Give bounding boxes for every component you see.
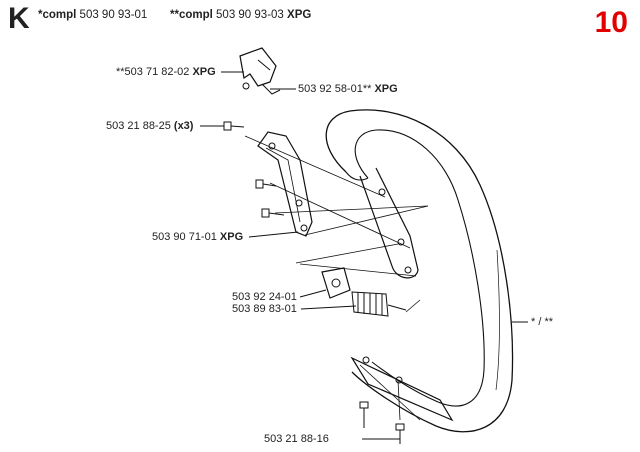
label-bracket: 503 90 71-01 XPG bbox=[152, 231, 243, 244]
leader-bracket bbox=[248, 231, 299, 238]
compl-star-prefix: *compl bbox=[38, 9, 77, 21]
label-clamp-part: **503 71 82-02 XPG bbox=[116, 66, 216, 79]
handle-foot-upper bbox=[359, 167, 419, 279]
label-handle: * / ** bbox=[531, 316, 553, 329]
handle-bar-outer bbox=[325, 109, 514, 433]
damper-plate-shape bbox=[321, 267, 351, 299]
screw-top-1 bbox=[223, 121, 245, 131]
label-clamp-nut: 503 92 58-01** XPG bbox=[298, 83, 398, 96]
label-screws-bottom: 503 21 88-16 bbox=[264, 433, 329, 446]
clamp-nut-number: 503 92 58-01** bbox=[298, 83, 372, 95]
screw-top-3 bbox=[261, 208, 285, 218]
screw-bottom-2 bbox=[395, 423, 405, 444]
handle-bar-inner bbox=[354, 129, 485, 407]
bracket-number: 503 90 71-01 bbox=[152, 231, 217, 243]
section-letter: K bbox=[8, 2, 30, 35]
label-screws-top: 503 21 88-25 (x3) bbox=[106, 120, 193, 133]
label-damper-plate: 503 92 24-01 bbox=[232, 291, 297, 304]
page-number: 10 bbox=[594, 6, 628, 39]
compl-star-note: *compl 503 90 93-01 bbox=[38, 8, 147, 22]
leader-damper bbox=[299, 289, 327, 298]
screws-top-number: 503 21 88-25 bbox=[106, 120, 171, 132]
handle-number: * / ** bbox=[531, 316, 554, 328]
compl-double-suffix: XPG bbox=[287, 9, 312, 21]
screw-bottom-1 bbox=[359, 401, 369, 428]
label-spring: 503 89 83-01 bbox=[232, 303, 297, 316]
spring-shape bbox=[351, 291, 407, 317]
handle-foot-lower bbox=[350, 356, 454, 422]
clamp-part-suffix: XPG bbox=[192, 66, 216, 78]
compl-double-note: **compl 503 90 93-03 XPG bbox=[170, 8, 311, 22]
clamp-nut-suffix: XPG bbox=[374, 83, 398, 95]
screws-bottom-number: 503 21 88-16 bbox=[264, 433, 329, 445]
compl-star-number: 503 90 93-01 bbox=[79, 9, 148, 21]
spring-number: 503 89 83-01 bbox=[232, 303, 297, 315]
bracket-shape bbox=[257, 131, 313, 237]
clamp-part-number: **503 71 82-02 bbox=[116, 66, 190, 78]
damper-plate-number: 503 92 24-01 bbox=[232, 291, 297, 303]
clamp-part-shape bbox=[239, 47, 277, 87]
compl-double-prefix: **compl bbox=[170, 9, 213, 21]
screws-top-suffix: (x3) bbox=[173, 120, 194, 132]
screw-top-2 bbox=[255, 179, 277, 189]
leader-spring bbox=[300, 305, 357, 310]
compl-double-number: 503 90 93-03 bbox=[216, 9, 284, 21]
bracket-suffix: XPG bbox=[219, 231, 244, 243]
